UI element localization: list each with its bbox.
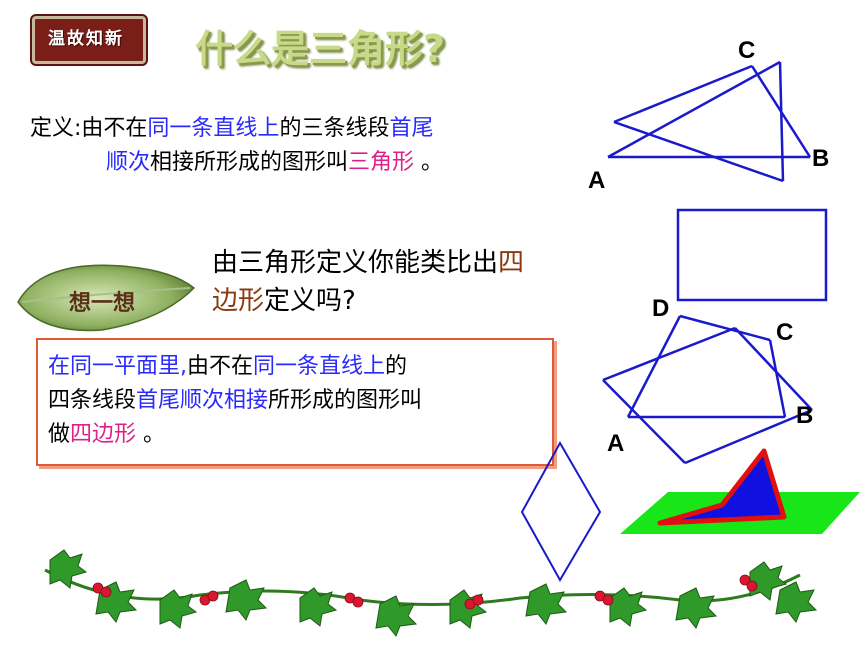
question-highlight-four: 四 (498, 248, 525, 278)
tri-seg-extra3 (750, 65, 812, 158)
holly-garland (44, 549, 818, 637)
answer-box (36, 338, 554, 466)
badge-frame (32, 16, 146, 64)
rhombus-shape (520, 440, 602, 583)
label-quad-d: D (652, 295, 669, 322)
ans-t2: 的 (385, 354, 408, 379)
quad-seg-extra1 (602, 326, 736, 382)
ans-same-line: 同一条直线上 (253, 354, 386, 379)
label-tri-a: A (588, 167, 605, 194)
def-highlight-same-line: 同一条直线上 (147, 116, 280, 141)
quadrilateral-figure (602, 314, 813, 465)
question-highlight-sided: 边形 (212, 286, 265, 316)
quad-seg-ad (626, 315, 682, 418)
ans-t4: 所形成的图形叫 (268, 388, 423, 413)
def-mid2: 相接所形成的图形叫 (150, 150, 349, 175)
leaf-label: 想一想 (69, 290, 135, 316)
ans-t1: 由不在 (187, 354, 254, 379)
ans-quadrilateral: 四边形 (70, 422, 137, 447)
quad-seg-cb (768, 339, 787, 418)
triangle-definition: 定义:由不在同一条直线上的三条线段首尾 顺次相接所形成的图形叫三角形 。 (30, 112, 590, 180)
def-highlight-head-tail: 首尾 (389, 116, 434, 141)
label-tri-b: B (812, 145, 829, 172)
label-quad-b: B (796, 402, 813, 429)
ans-t3: 四条线段 (48, 388, 137, 413)
quadrilateral-question: 由三角形定义你能类比出四 边形定义吗? (212, 244, 632, 320)
def-prefix: 定义:由不在 (30, 116, 148, 141)
def-highlight-sequence: 顺次 (106, 150, 151, 175)
quadrilateral-definition: 在同一平面里,由不在同一条直线上的 四条线段首尾顺次相接所形成的图形叫 做四边形… (48, 350, 548, 452)
question-part1: 由三角形定义你能类比出 (212, 248, 499, 278)
leaf-icon: 想一想 (17, 264, 196, 332)
def-line2: 顺次相接所形成的图形叫三角形 。 (30, 146, 590, 180)
ans-same-plane: 在同一平面里, (48, 354, 187, 379)
ans-t5: 做 (48, 422, 71, 447)
tri-seg-extra1 (613, 120, 784, 183)
ans-head-tail: 首尾顺次相接 (136, 388, 269, 413)
tri-seg-extra2 (613, 64, 753, 124)
page-title: 什么是三角形? (195, 27, 446, 71)
rectangle-shape (676, 208, 828, 302)
quad-seg-extra3 (684, 408, 813, 465)
label-tri-c: C (738, 37, 755, 64)
def-highlight-triangle: 三角形 (348, 150, 415, 175)
quad-seg-extra4 (734, 327, 813, 411)
label-quad-a: A (607, 430, 624, 457)
label-quad-c: C (776, 319, 793, 346)
blue-triangle (657, 448, 787, 526)
tri-seg-ac (607, 60, 781, 159)
quad-seg-dc (679, 314, 771, 342)
def-end: 。 (414, 150, 444, 175)
def-mid1: 的三条线段 (279, 116, 390, 141)
ans-t6: 。 (136, 422, 166, 447)
question-part2: 定义吗? (264, 286, 356, 316)
tri-seg-cb (778, 61, 785, 182)
triangle-figure (607, 60, 812, 183)
badge-text: 温故知新 (48, 29, 124, 49)
quad-seg-extra2 (602, 379, 686, 464)
badge-wengu-zhixin: 温故知新 (22, 6, 152, 70)
